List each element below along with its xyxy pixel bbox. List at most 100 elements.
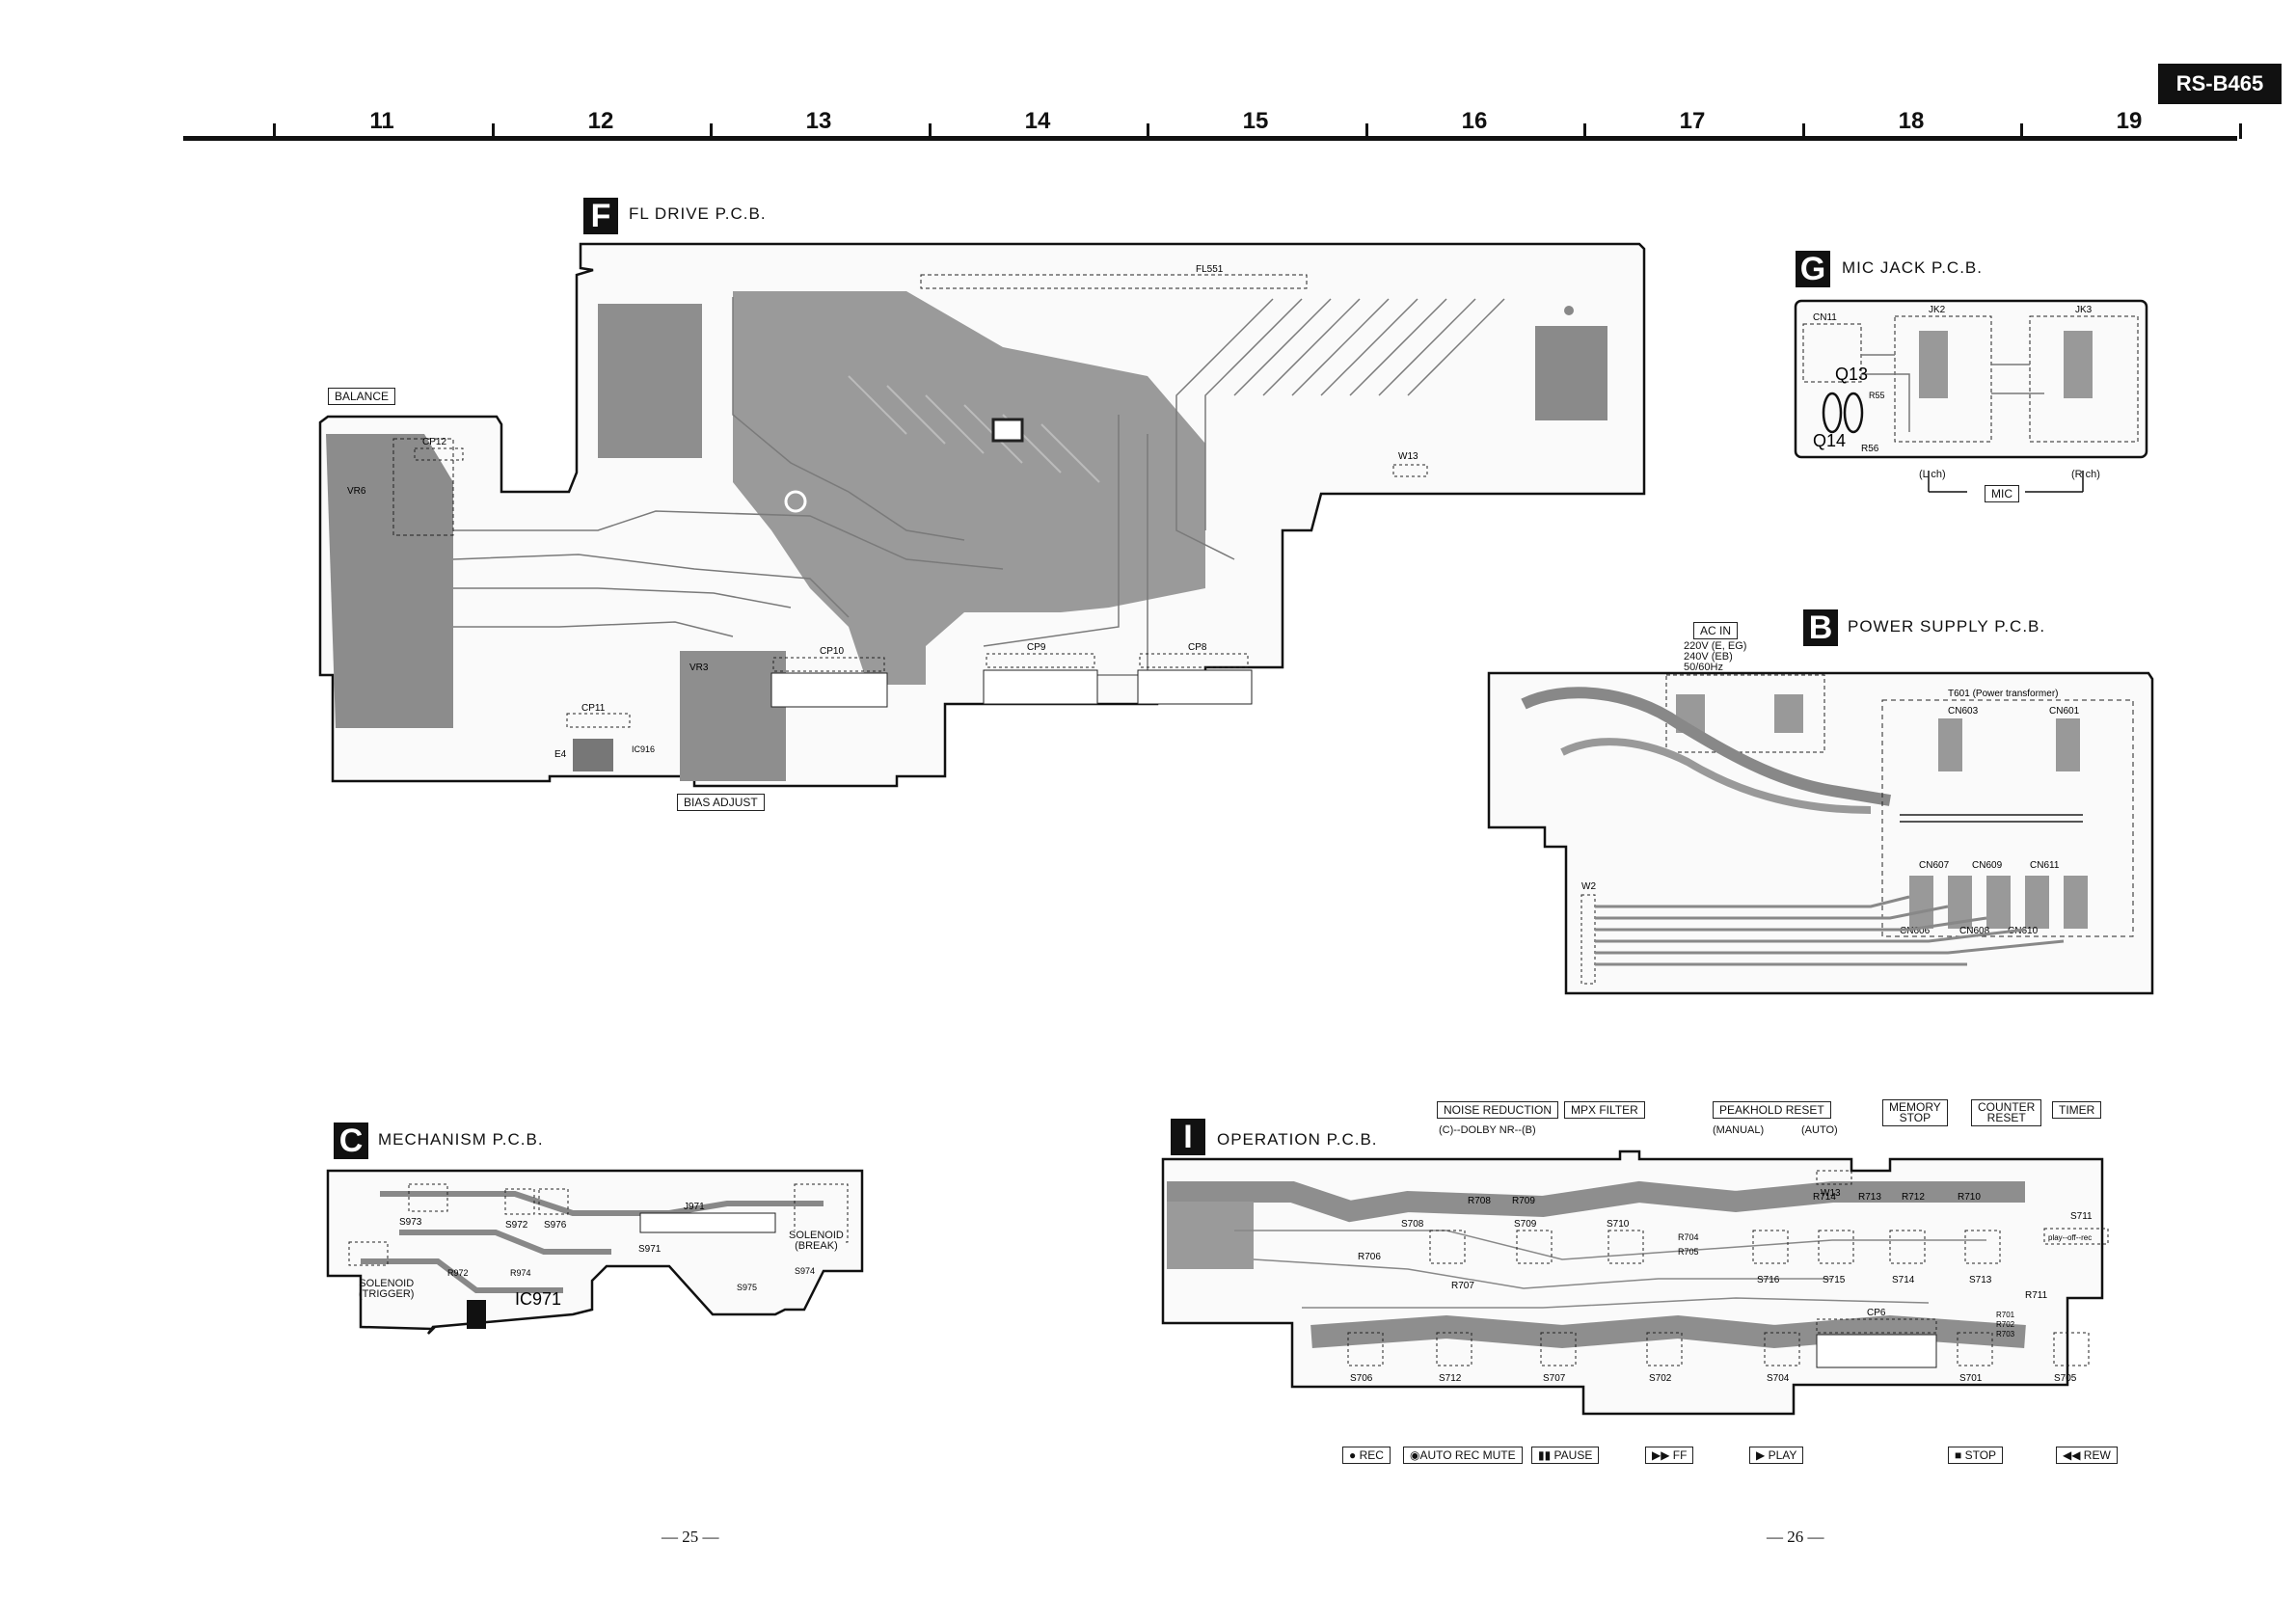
dolby-nr-note: (C)--DOLBY NR--(B) [1439,1124,1536,1136]
svg-text:W2: W2 [1581,881,1596,892]
svg-text:R710: R710 [1958,1192,1981,1203]
page-number-left: — 25 — [662,1528,719,1546]
timer-label: TIMER [2052,1101,2102,1119]
mic-jack-board: CN11 JK2 JK3 Q13 Q14 R56 R55 [1794,299,2148,493]
svg-text:R55: R55 [1869,391,1885,400]
svg-text:S716: S716 [1757,1275,1780,1285]
svg-text:R706: R706 [1358,1252,1381,1262]
mechanism-board: S973 S972 S976 J971 S971 S974 IC971 R972… [326,1169,864,1335]
ruler-tick [2239,123,2242,139]
solenoid-break-line1: SOLENOID [789,1230,844,1241]
svg-text:VR6: VR6 [347,486,366,497]
svg-text:S974: S974 [795,1266,815,1276]
ruler-number: 15 [1242,108,1269,134]
operation-title: OPERATION P.C.B. [1217,1130,1378,1149]
svg-text:CN607: CN607 [1919,860,1950,871]
pause-button-label: ▮▮ PAUSE [1531,1447,1600,1464]
svg-text:R712: R712 [1902,1192,1925,1203]
svg-text:CP6: CP6 [1867,1308,1886,1318]
svg-text:S714: S714 [1892,1275,1915,1285]
solenoid-trigger-label: SOLENOID (TRIGGER) [359,1279,414,1300]
mechanism-title: MECHANISM P.C.B. [378,1130,544,1149]
ac-line-220: 220V (E, EG) [1684,640,1747,652]
mic-jack-letter: G [1796,251,1830,287]
svg-text:S713: S713 [1969,1275,1992,1285]
ruler-tick [710,123,713,139]
fl-drive-letter: F [583,198,618,234]
svg-text:R974: R974 [510,1268,531,1278]
bias-adjust-label: BIAS ADJUST [677,794,765,811]
svg-text:S973: S973 [399,1217,422,1228]
svg-text:JK3: JK3 [2075,305,2093,315]
solenoid-break-line2: (BREAK) [795,1240,838,1252]
ruler-tick [492,123,495,139]
counter-reset-line1: COUNTER [1978,1100,2036,1114]
ruler-number: 14 [1024,108,1051,134]
mic-jack-title: MIC JACK P.C.B. [1842,258,1983,277]
svg-text:CN609: CN609 [1972,860,2003,871]
svg-text:R711: R711 [2025,1290,2048,1301]
ruler-tick [2020,123,2023,139]
mechanism-letter: C [334,1123,368,1159]
auto-note: (AUTO) [1801,1124,1838,1136]
fl551-label: FL551 [1196,264,1224,275]
svg-text:R701: R701 [1996,1311,2015,1319]
peakhold-reset-label: PEAKHOLD RESET [1713,1101,1831,1119]
svg-text:R702: R702 [1996,1320,2015,1329]
power-supply-letter: B [1803,609,1838,646]
svg-text:S971: S971 [638,1244,662,1255]
svg-text:R713: R713 [1858,1192,1881,1203]
ruler-number: 12 [587,108,614,134]
svg-text:CP8: CP8 [1188,642,1207,653]
svg-text:R707: R707 [1451,1281,1474,1291]
solenoid-break-label: SOLENOID (BREAK) [789,1231,844,1252]
play-button-label: ▶ PLAY [1749,1447,1804,1464]
play-off-rec-note: play--off--rec [2048,1233,2092,1242]
ruler-tick [1802,123,1805,139]
svg-text:S708: S708 [1401,1219,1424,1230]
svg-text:R705: R705 [1678,1247,1699,1257]
svg-text:S711: S711 [2070,1211,2093,1222]
svg-text:S706: S706 [1350,1373,1373,1384]
svg-text:S715: S715 [1823,1275,1846,1285]
lch-label: (L ch) [1919,469,1946,480]
svg-text:T601 (Power transformer): T601 (Power transformer) [1948,689,2058,699]
svg-text:W13: W13 [1398,451,1418,462]
svg-text:JK2: JK2 [1929,305,1946,315]
ac-voltage-note: 220V (E, EG) 240V (EB) 50/60Hz [1684,641,1746,673]
svg-text:R708: R708 [1468,1196,1491,1206]
ff-button-label: ▶▶ FF [1645,1447,1694,1464]
svg-text:CP9: CP9 [1027,642,1046,653]
ruler-number: 19 [2116,108,2143,134]
balance-label: BALANCE [328,388,396,405]
ruler-number: 16 [1461,108,1488,134]
grid-ruler [183,136,2237,141]
power-supply-title: POWER SUPPLY P.C.B. [1848,617,2046,636]
ruler-tick [929,123,932,139]
manual-note: (MANUAL) [1713,1124,1765,1136]
svg-text:CN11: CN11 [1813,312,1837,323]
ac-in-label: AC IN [1693,622,1739,639]
fl-drive-title: FL DRIVE P.C.B. [629,204,767,223]
svg-text:S705: S705 [2054,1373,2077,1384]
svg-text:S701: S701 [1959,1373,1983,1384]
svg-text:CN601: CN601 [2049,706,2080,717]
svg-text:CP10: CP10 [820,646,844,657]
svg-text:S712: S712 [1439,1373,1462,1384]
svg-text:S975: S975 [737,1283,757,1292]
ruler-number: 11 [369,108,394,134]
svg-text:S709: S709 [1514,1219,1537,1230]
svg-text:W13: W13 [1821,1188,1841,1199]
svg-text:CN606: CN606 [1900,926,1931,936]
memory-stop-label: MEMORY STOP [1882,1099,1948,1126]
stop-button-label: ■ STOP [1948,1447,2004,1464]
svg-text:Q13: Q13 [1835,365,1868,384]
rew-button-label: ◀◀ REW [2056,1447,2118,1464]
ruler-number: 17 [1679,108,1706,134]
rec-button-label: ● REC [1342,1447,1391,1464]
solenoid-trigger-line1: SOLENOID [359,1278,415,1289]
counter-reset-label: COUNTER RESET [1971,1099,2042,1126]
page-number-right: — 26 — [1767,1528,1824,1546]
svg-text:R56: R56 [1861,444,1879,454]
svg-text:IC916: IC916 [632,744,655,754]
